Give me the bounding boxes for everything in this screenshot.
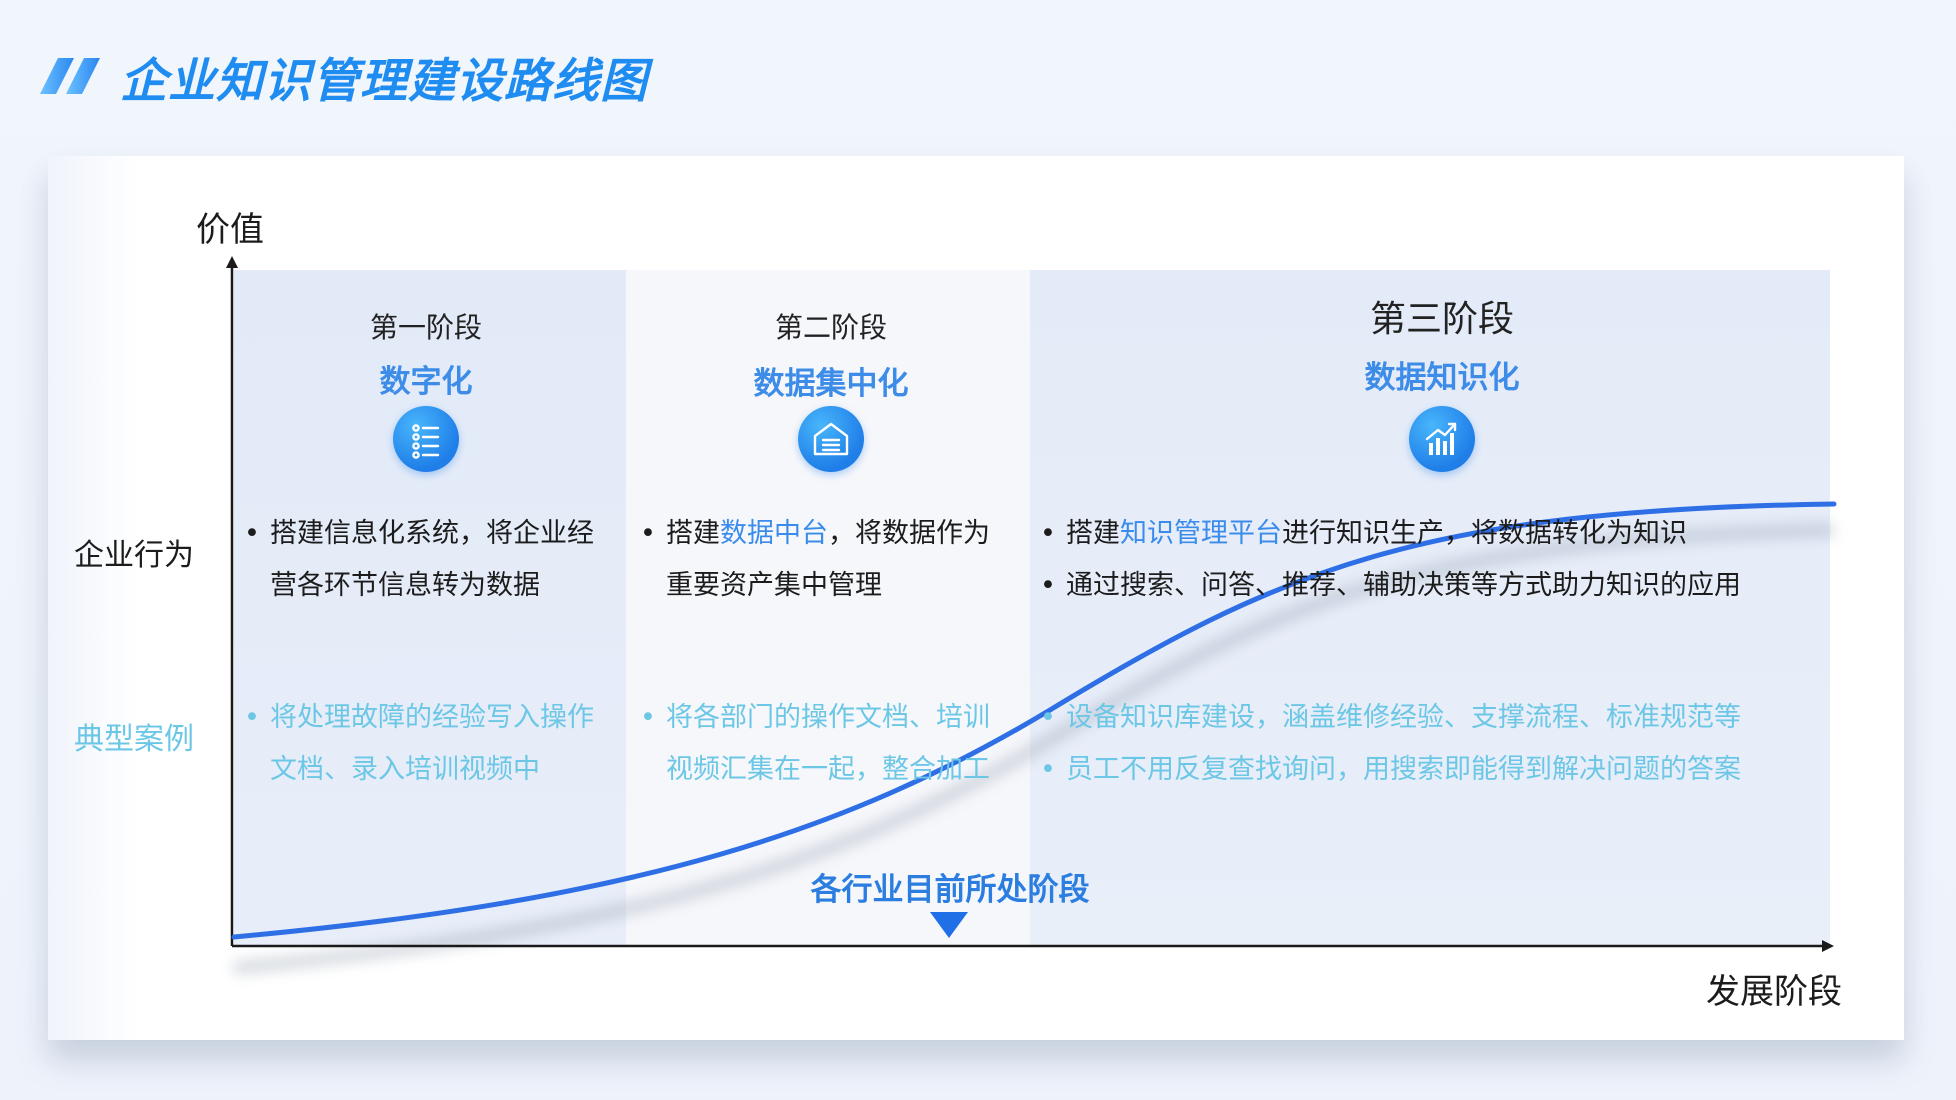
y-axis-arrow bbox=[226, 256, 238, 268]
stage-1-behaviors: 搭建信息化系统，将企业经营各环节信息转为数据 bbox=[244, 508, 596, 612]
x-axis-arrow bbox=[1822, 940, 1834, 952]
case-item: 将各部门的操作文档、培训视频汇集在一起，整合加工 bbox=[640, 692, 1012, 796]
stage-2-cases: 将各部门的操作文档、培训视频汇集在一起，整合加工 bbox=[640, 692, 1012, 796]
y-axis-label: 价值 bbox=[196, 210, 264, 250]
stage-3-behaviors: 搭建知识管理平台进行知识生产，将数据转化为知识 通过搜索、问答、推荐、辅助决策等… bbox=[1040, 508, 1830, 612]
stage-3-name: 数据知识化 bbox=[1364, 360, 1520, 396]
stage-1-title: 第一阶段 bbox=[369, 311, 482, 344]
card-left-fade bbox=[48, 156, 138, 1040]
warehouse-icon bbox=[798, 406, 864, 472]
case-item: 将处理故障的经验写入操作文档、录入培训视频中 bbox=[244, 692, 596, 796]
growth-chart-icon bbox=[1409, 406, 1475, 472]
stage-1-cases: 将处理故障的经验写入操作文档、录入培训视频中 bbox=[244, 692, 596, 796]
stage-1-name: 数字化 bbox=[379, 364, 473, 400]
stage-3-cases: 设备知识库建设，涵盖维修经验、支撑流程、标准规范等 员工不用反复查找询问，用搜索… bbox=[1040, 692, 1830, 796]
case-item: 员工不用反复查找询问，用搜索即能得到解决问题的答案 bbox=[1040, 744, 1830, 796]
behavior-row-label: 企业行为 bbox=[74, 538, 194, 573]
cases-row-label: 典型案例 bbox=[74, 722, 194, 757]
header: 企业知识管理建设路线图 bbox=[40, 44, 648, 109]
stage-3-title: 第三阶段 bbox=[1369, 299, 1514, 340]
stage-2-title: 第二阶段 bbox=[774, 311, 887, 344]
behavior-item: 通过搜索、问答、推荐、辅助决策等方式助力知识的应用 bbox=[1040, 560, 1830, 612]
current-stage-label: 各行业目前所处阶段 bbox=[810, 872, 1090, 908]
list-icon bbox=[393, 406, 459, 472]
x-axis-label: 发展阶段 bbox=[1706, 972, 1842, 1012]
double-slash-icon bbox=[40, 58, 100, 94]
stage-2-behaviors: 搭建数据中台，将数据作为重要资产集中管理 bbox=[640, 508, 1012, 612]
stage-2-name: 数据集中化 bbox=[753, 366, 909, 402]
behavior-item: 搭建数据中台，将数据作为重要资产集中管理 bbox=[640, 508, 1012, 612]
behavior-item: 搭建信息化系统，将企业经营各环节信息转为数据 bbox=[244, 508, 596, 612]
page-title: 企业知识管理建设路线图 bbox=[120, 53, 648, 109]
current-stage-marker bbox=[930, 912, 968, 938]
case-item: 设备知识库建设，涵盖维修经验、支撑流程、标准规范等 bbox=[1040, 692, 1830, 744]
behavior-item: 搭建知识管理平台进行知识生产，将数据转化为知识 bbox=[1040, 508, 1830, 560]
